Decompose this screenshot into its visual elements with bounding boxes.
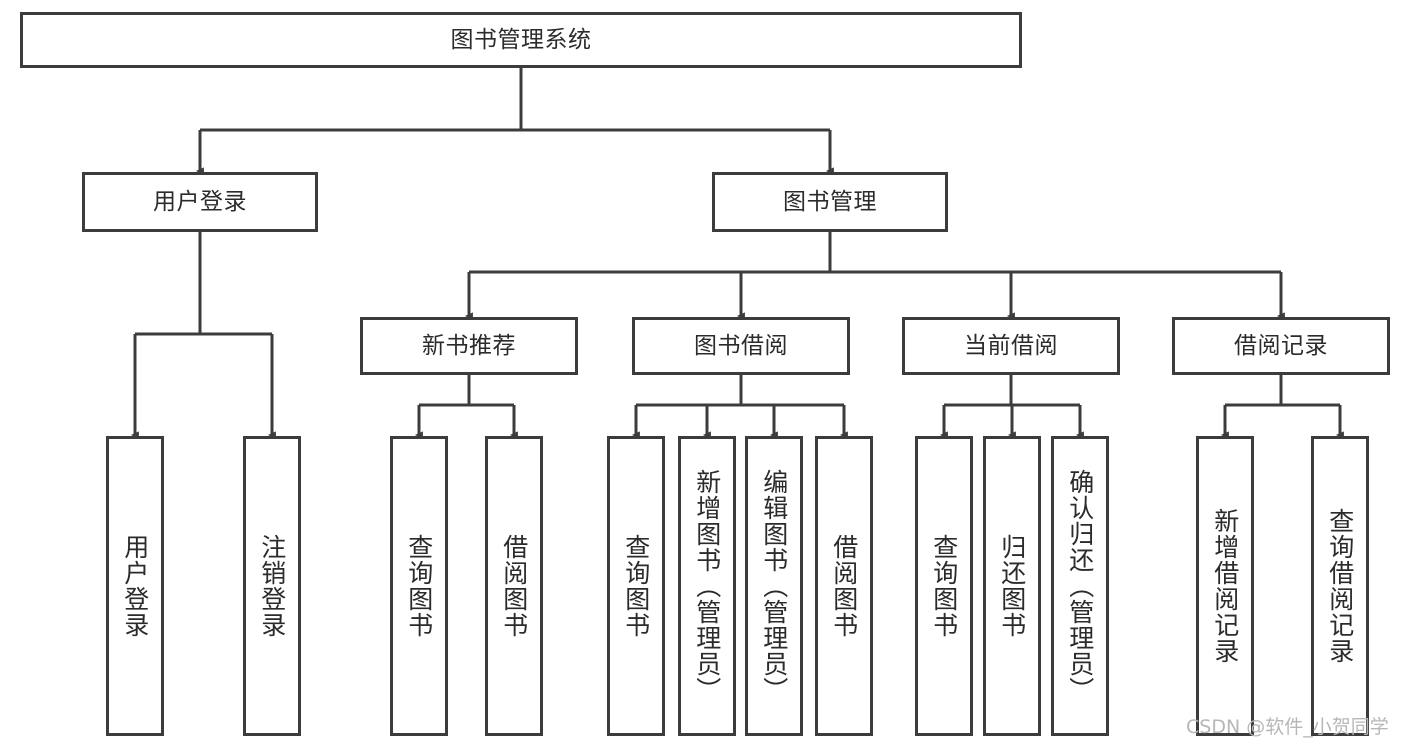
node-book-borrowing[interactable]: 图书借阅 [632,317,850,375]
node-book-management[interactable]: 图书管理 [712,172,948,232]
node-current-borrowing[interactable]: 当前借阅 [902,317,1120,375]
leaf-logout[interactable]: 注销登录 [243,436,301,736]
node-label: 确认归还（管理员） [1065,469,1095,703]
leaf-query-book-borrowing[interactable]: 查询图书 [607,436,665,736]
leaf-return-book[interactable]: 归还图书 [983,436,1041,736]
node-label: 新书推荐 [422,332,516,359]
node-new-book-recommendation[interactable]: 新书推荐 [360,317,578,375]
node-root[interactable]: 图书管理系统 [20,12,1022,68]
leaf-add-borrowing-record[interactable]: 新增借阅记录 [1196,436,1254,736]
node-label: 用户登录 [120,534,150,638]
node-label: 注销登录 [257,534,287,638]
node-label: 新增图书（管理员） [692,469,722,703]
node-label: 查询图书 [929,534,959,638]
leaf-borrow-book-borrowing[interactable]: 借阅图书 [815,436,873,736]
node-label: 图书管理系统 [450,26,592,53]
node-label: 借阅图书 [829,534,859,638]
node-label: 归还图书 [997,534,1027,638]
node-user-login[interactable]: 用户登录 [82,172,318,232]
node-label: 编辑图书（管理员） [759,469,789,703]
leaf-borrow-book-recommend[interactable]: 借阅图书 [485,436,543,736]
leaf-query-book-recommend[interactable]: 查询图书 [390,436,448,736]
node-label: 新增借阅记录 [1210,508,1240,664]
node-label: 图书借阅 [694,332,788,359]
leaf-confirm-return-admin[interactable]: 确认归还（管理员） [1051,436,1109,736]
node-label: 借阅图书 [499,534,529,638]
node-label: 查询图书 [404,534,434,638]
node-label: 查询图书 [621,534,651,638]
leaf-edit-book-admin[interactable]: 编辑图书（管理员） [745,436,803,736]
node-label: 图书管理 [783,188,877,215]
leaf-user-login[interactable]: 用户登录 [106,436,164,736]
leaf-query-borrowing-record[interactable]: 查询借阅记录 [1311,436,1369,736]
node-label: 用户登录 [153,188,247,215]
node-borrowing-records[interactable]: 借阅记录 [1172,317,1390,375]
watermark-text: CSDN @软件_小贺同学 [1186,716,1389,738]
node-label: 查询借阅记录 [1325,508,1355,664]
node-label: 借阅记录 [1234,332,1328,359]
leaf-query-book-current[interactable]: 查询图书 [915,436,973,736]
node-label: 当前借阅 [964,332,1058,359]
leaf-add-book-admin[interactable]: 新增图书（管理员） [678,436,736,736]
